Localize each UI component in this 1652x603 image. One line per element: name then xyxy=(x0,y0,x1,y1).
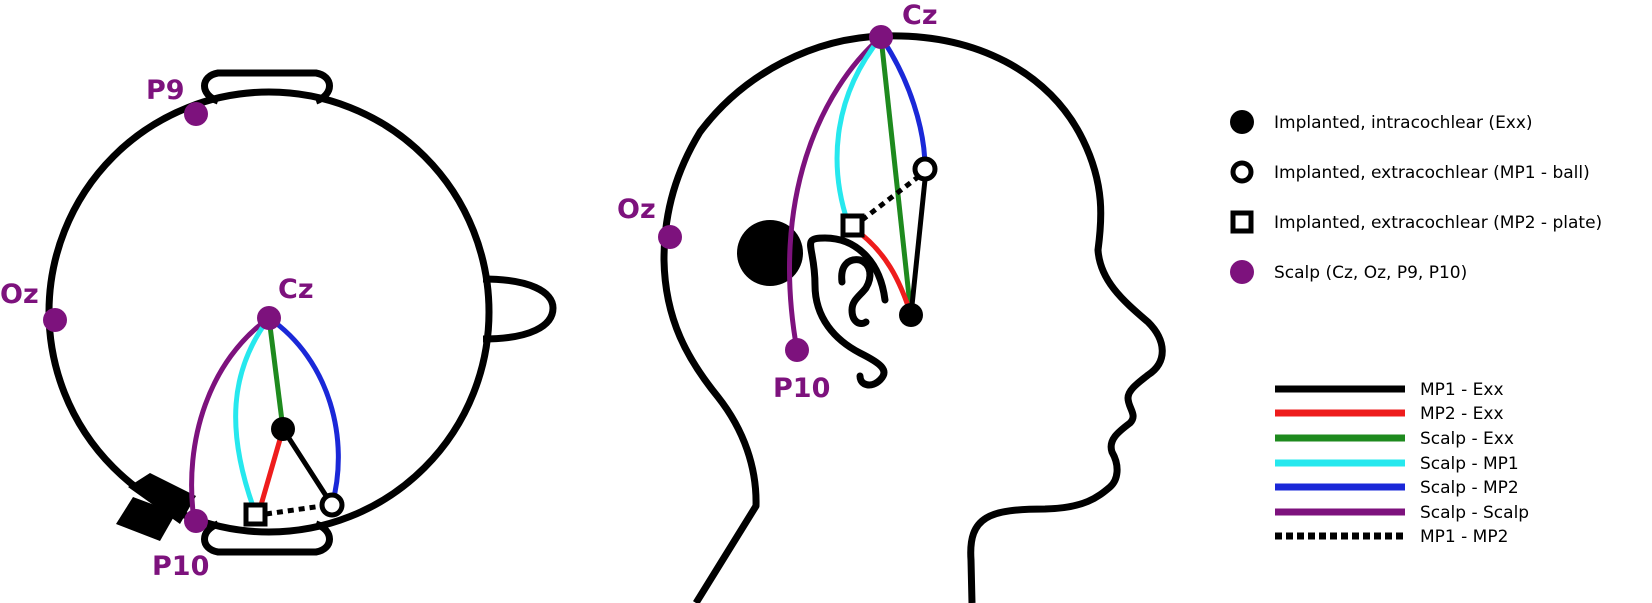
mp1-ball-electrode-side-view xyxy=(912,156,938,182)
label-p9-top-view: P9 xyxy=(146,75,185,106)
mp1-ball-electrode-top-view xyxy=(319,492,345,518)
line-scalp-mp1-top-view xyxy=(233,316,272,513)
intracochlear-electrode-top-view xyxy=(271,417,295,441)
label-cz-top-view: Cz xyxy=(278,274,314,305)
line-scalp-mp2-top-view xyxy=(267,315,341,506)
legend-line-mp1-exx: MP1 - Exx xyxy=(1275,380,1504,400)
legend-item-mp1-ball: Implanted, extracochlear (MP1 - ball) xyxy=(1230,160,1590,184)
head-outline-side-view xyxy=(660,32,1166,603)
line-mp1-exx-top-view xyxy=(280,427,335,507)
scalp-electrode-oz-top-view xyxy=(43,308,67,332)
ear-top-view-upper xyxy=(201,69,333,105)
legend-line-scalp-exx: Scalp - Exx xyxy=(1275,429,1514,449)
scalp-electrode-p10-top-view xyxy=(184,509,208,533)
line-scalp-scalp-top-view xyxy=(189,315,271,521)
open-square-icon xyxy=(1230,210,1254,234)
line-mp1-mp2-top-view xyxy=(265,503,323,517)
label-p10-top-view: P10 xyxy=(152,551,209,582)
side-view-connections xyxy=(787,35,929,351)
legend-label-scalp-mp1: Scalp - MP1 xyxy=(1420,454,1519,474)
implant-receiver-shape xyxy=(116,473,196,541)
legend-item-mp2-plate: Implanted, extracochlear (MP2 - plate) xyxy=(1230,210,1602,234)
top-view-head xyxy=(45,69,557,556)
legend-label-mp2-exx: MP2 - Exx xyxy=(1420,404,1504,424)
nose-top-view xyxy=(482,275,557,343)
legend-line-scalp-scalp: Scalp - Scalp xyxy=(1275,503,1529,523)
line-legend: MP1 - Exx MP2 - Exx Scalp - Exx Scalp - … xyxy=(1275,380,1529,547)
label-p10-side-view: P10 xyxy=(773,373,830,404)
legend-label-scalp-mp2: Scalp - MP2 xyxy=(1420,478,1519,498)
legend-item-intracochlear: Implanted, intracochlear (Exx) xyxy=(1230,110,1533,134)
line-mp2-exx-top-view xyxy=(256,428,286,513)
legend-line-scalp-mp2: Scalp - MP2 xyxy=(1275,478,1519,498)
open-circle-icon xyxy=(1230,160,1254,184)
scalp-electrode-p9-top-view xyxy=(184,102,208,126)
line-scalp-exx-top-view xyxy=(266,317,286,430)
legend-label-scalp: Scalp (Cz, Oz, P9, P10) xyxy=(1274,263,1467,283)
intracochlear-electrode-side-view xyxy=(899,303,923,327)
legend-label-mp1-ball: Implanted, extracochlear (MP1 - ball) xyxy=(1274,163,1590,183)
scalp-electrode-oz-side-view xyxy=(658,225,682,249)
label-oz-side-view: Oz xyxy=(617,194,656,225)
legend-label-scalp-exx: Scalp - Exx xyxy=(1420,429,1514,449)
line-scalp-scalp-side-view xyxy=(787,35,883,351)
top-view-electrodes xyxy=(43,102,345,533)
line-mp1-mp2-side-view xyxy=(860,175,920,222)
line-mp1-exx-side-view xyxy=(908,169,929,316)
legend-label-mp1-mp2: MP1 - MP2 xyxy=(1420,527,1508,547)
mp2-plate-electrode-side-view xyxy=(840,213,865,238)
legend-label-scalp-scalp: Scalp - Scalp xyxy=(1420,503,1529,523)
label-cz-side-view: Cz xyxy=(902,0,938,31)
mp2-plate-electrode-top-view xyxy=(243,502,268,527)
legend-line-scalp-mp1: Scalp - MP1 xyxy=(1275,454,1519,474)
legend-label-mp1-exx: MP1 - Exx xyxy=(1420,380,1504,400)
marker-legend: Implanted, intracochlear (Exx) Implanted… xyxy=(1230,110,1602,284)
scalp-electrode-cz-side-view xyxy=(869,25,893,49)
filled-circle-icon xyxy=(1230,110,1254,134)
label-oz-top-view: Oz xyxy=(0,279,39,310)
ear-side-view xyxy=(807,234,889,389)
scalp-electrode-p10-side-view xyxy=(785,338,809,362)
scalp-electrode-cz-top-view xyxy=(257,306,281,330)
line-scalp-mp2-side-view xyxy=(878,35,928,169)
line-scalp-mp1-side-view xyxy=(834,35,883,224)
top-view-connections xyxy=(189,315,341,521)
side-view-electrodes xyxy=(658,25,938,362)
legend-label-intracochlear: Implanted, intracochlear (Exx) xyxy=(1274,113,1533,133)
line-scalp-exx-side-view xyxy=(878,36,914,316)
implant-receiver-side-view xyxy=(737,220,803,286)
legend-line-mp2-exx: MP2 - Exx xyxy=(1275,404,1504,424)
ear-top-view-lower xyxy=(201,520,333,556)
legend-item-scalp: Scalp (Cz, Oz, P9, P10) xyxy=(1230,260,1467,284)
legend-line-mp1-mp2: MP1 - MP2 xyxy=(1275,527,1508,547)
purple-circle-icon xyxy=(1230,260,1254,284)
legend-label-mp2-plate: Implanted, extracochlear (MP2 - plate) xyxy=(1274,213,1602,233)
